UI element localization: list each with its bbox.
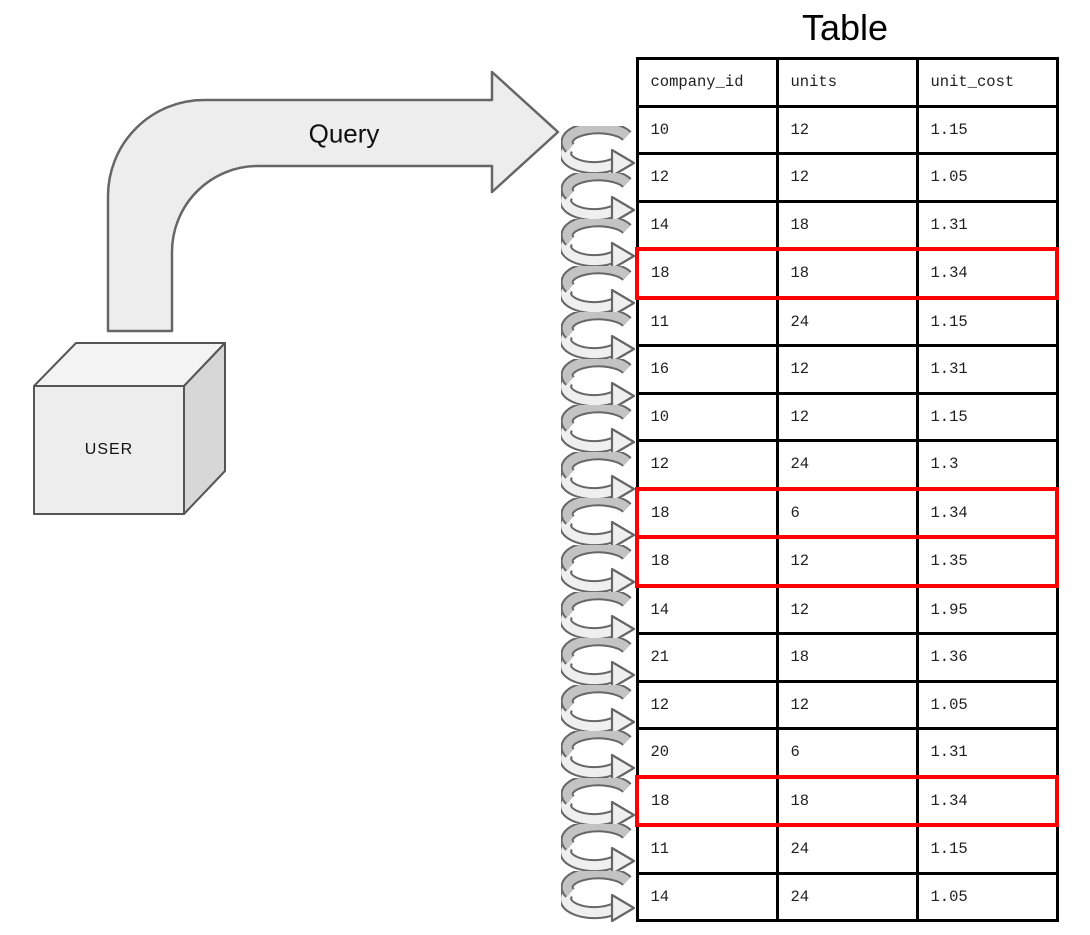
cell-unit_cost: 1.95 bbox=[915, 584, 1059, 635]
cell-units: 18 bbox=[775, 632, 919, 683]
cell-units: 12 bbox=[775, 391, 919, 442]
column-header-company_id: company_id bbox=[635, 57, 779, 108]
loop-arrow-icon bbox=[561, 684, 636, 736]
cell-company_id: 18 bbox=[635, 486, 779, 539]
loop-arrow-icon bbox=[561, 312, 636, 364]
loop-arrow-icon bbox=[561, 870, 636, 922]
cell-company_id: 10 bbox=[635, 104, 779, 155]
cell-company_id: 12 bbox=[635, 439, 779, 490]
cell-unit_cost: 1.31 bbox=[915, 199, 1059, 251]
cell-units: 6 bbox=[775, 727, 919, 778]
cell-company_id: 12 bbox=[635, 152, 779, 203]
cell-units: 12 bbox=[775, 679, 919, 730]
cell-company_id: 18 bbox=[635, 247, 779, 300]
diagram-title: Table bbox=[801, 7, 889, 48]
cell-company_id: 12 bbox=[635, 679, 779, 730]
cell-unit_cost: 1.05 bbox=[915, 871, 1059, 922]
cell-units: 24 bbox=[775, 823, 919, 875]
loop-arrow-icon bbox=[561, 358, 636, 410]
cell-company_id: 11 bbox=[635, 823, 779, 875]
cell-company_id: 16 bbox=[635, 344, 779, 395]
column-header-units: units bbox=[775, 57, 919, 108]
cell-units: 24 bbox=[775, 871, 919, 922]
cell-company_id: 18 bbox=[635, 774, 779, 827]
query-label: Query bbox=[308, 118, 380, 149]
cell-unit_cost: 1.35 bbox=[915, 535, 1059, 588]
cell-units: 12 bbox=[775, 584, 919, 635]
cell-units: 18 bbox=[775, 247, 919, 300]
cell-company_id: 10 bbox=[635, 391, 779, 442]
cell-company_id: 21 bbox=[635, 632, 779, 683]
cell-units: 18 bbox=[775, 774, 919, 827]
cell-units: 24 bbox=[775, 439, 919, 490]
cell-unit_cost: 1.05 bbox=[915, 679, 1059, 730]
cell-units: 12 bbox=[775, 344, 919, 395]
cell-units: 6 bbox=[775, 486, 919, 539]
cell-unit_cost: 1.34 bbox=[915, 247, 1059, 300]
cell-company_id: 14 bbox=[635, 871, 779, 922]
cell-unit_cost: 1.34 bbox=[915, 486, 1059, 539]
cell-units: 12 bbox=[775, 152, 919, 203]
cell-unit_cost: 1.15 bbox=[915, 823, 1059, 875]
cell-units: 12 bbox=[775, 104, 919, 155]
loop-arrow-icon bbox=[561, 777, 636, 829]
cell-company_id: 20 bbox=[635, 727, 779, 778]
loop-arrow-icon bbox=[561, 405, 636, 457]
cell-unit_cost: 1.31 bbox=[915, 344, 1059, 395]
loop-arrow-icon bbox=[561, 498, 636, 550]
cell-unit_cost: 1.15 bbox=[915, 391, 1059, 442]
cell-unit_cost: 1.36 bbox=[915, 632, 1059, 683]
cell-unit_cost: 1.15 bbox=[915, 296, 1059, 347]
user-label: USER bbox=[84, 441, 134, 458]
loop-arrow-icon bbox=[561, 265, 636, 317]
cell-company_id: 14 bbox=[635, 584, 779, 635]
cell-units: 18 bbox=[775, 199, 919, 251]
cell-unit_cost: 1.31 bbox=[915, 727, 1059, 778]
cell-company_id: 14 bbox=[635, 199, 779, 251]
loop-arrow-icon bbox=[561, 172, 636, 224]
loop-arrow-icon bbox=[561, 731, 636, 783]
cell-units: 12 bbox=[775, 535, 919, 588]
loop-arrow-icon bbox=[561, 591, 636, 643]
loop-arrow-icon bbox=[561, 451, 636, 503]
cell-company_id: 11 bbox=[635, 296, 779, 347]
cell-unit_cost: 1.34 bbox=[915, 774, 1059, 827]
cell-company_id: 18 bbox=[635, 535, 779, 588]
cell-units: 24 bbox=[775, 296, 919, 347]
loop-arrow-icon bbox=[561, 638, 636, 690]
cell-unit_cost: 1.15 bbox=[915, 104, 1059, 155]
cell-unit_cost: 1.05 bbox=[915, 152, 1059, 203]
loop-arrow-icon bbox=[561, 126, 636, 178]
column-header-unit_cost: unit_cost bbox=[915, 57, 1059, 108]
cell-unit_cost: 1.3 bbox=[915, 439, 1059, 490]
loop-arrow-icon bbox=[561, 824, 636, 876]
loop-arrow-icon bbox=[561, 219, 636, 271]
loop-arrow-icon bbox=[561, 544, 636, 597]
